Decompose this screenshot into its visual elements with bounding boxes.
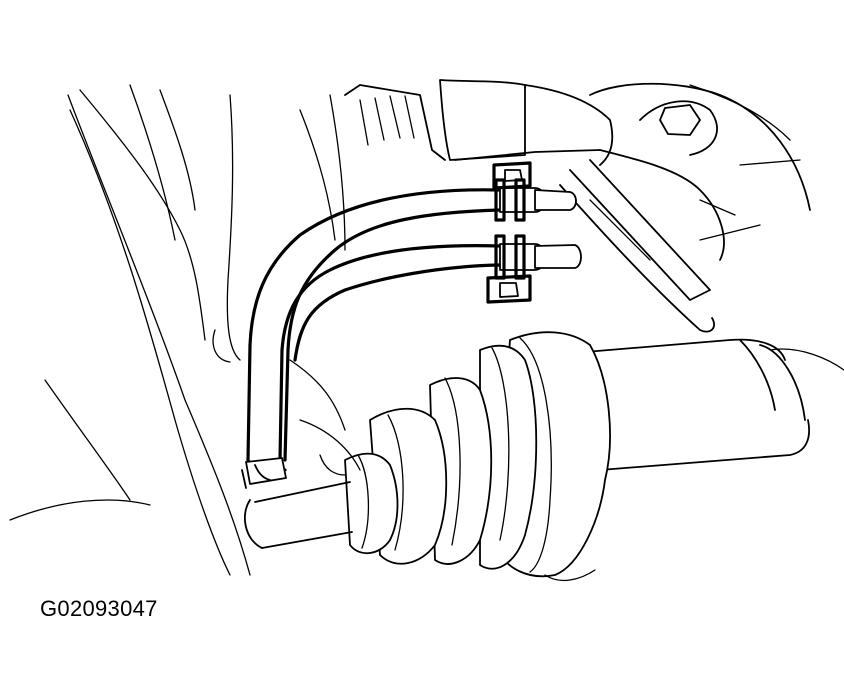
- lower-hose-clamp: [486, 234, 582, 304]
- upper-hose-clamp: [492, 161, 577, 222]
- right-strut: [559, 159, 715, 333]
- lower-hose-end-fitting: [241, 457, 287, 489]
- drive-shaft-assembly: [244, 331, 844, 582]
- upper-housing: [344, 79, 811, 261]
- body-panel-lines: [9, 84, 346, 576]
- cooler-hoses: [246, 188, 502, 475]
- figure-code-label: G02093047: [40, 596, 158, 621]
